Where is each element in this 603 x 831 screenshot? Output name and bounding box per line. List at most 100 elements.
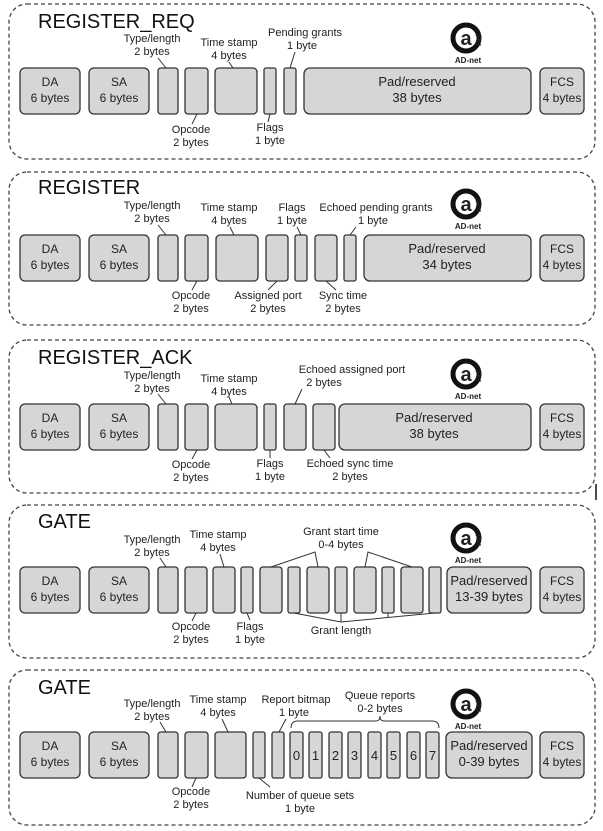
time-stamp-field	[214, 403, 258, 451]
flags-size: 1 byte	[277, 215, 307, 227]
assigned-port-size: 2 bytes	[250, 303, 286, 315]
svg-text:a: a	[460, 194, 472, 216]
svg-text:AD-net: AD-net	[455, 722, 482, 731]
svg-text:a: a	[460, 528, 472, 550]
number-of-queue-sets-size: 1 byte	[285, 803, 315, 815]
sa-field-label: SA	[111, 242, 127, 256]
pending-grants-field	[283, 67, 297, 115]
da-field-size: 6 bytes	[31, 755, 70, 769]
sa-field-size: 6 bytes	[100, 427, 139, 441]
queue-reports-brace	[290, 715, 440, 729]
sa-field	[88, 566, 150, 614]
grant-start-time-size: 0-4 bytes	[318, 539, 364, 551]
da-field-label: DA	[42, 411, 59, 425]
pad-field-label: Pad/reserved	[408, 241, 485, 256]
fcs-field-label: FCS	[550, 574, 574, 588]
frame-register: REGISTER a net AD-net DA 6 bytes SA 6 by…	[8, 171, 596, 326]
da-field	[19, 234, 81, 282]
fcs-field-label: FCS	[550, 75, 574, 89]
da-field-label: DA	[42, 574, 59, 588]
queue-report-field	[289, 731, 304, 779]
pad-field-label: Pad/reserved	[378, 74, 455, 89]
sa-field-size: 6 bytes	[100, 755, 139, 769]
time-stamp-field	[214, 67, 258, 115]
opcode-size: 2 bytes	[173, 634, 209, 646]
ad-net-logo: a net AD-net	[450, 688, 483, 731]
sync-time-label: Sync time	[319, 290, 367, 302]
flags-label: Flags	[237, 621, 264, 633]
flags-size: 1 byte	[235, 634, 265, 646]
pad-field-size: 38 bytes	[409, 426, 459, 441]
sa-field-label: SA	[111, 574, 127, 588]
sync-time-size: 2 bytes	[325, 303, 361, 315]
time-stamp-size: 4 bytes	[211, 215, 247, 227]
frame-title: GATE	[38, 677, 91, 699]
frame-border	[8, 171, 596, 326]
fcs-field	[539, 403, 585, 451]
echoed-sync-time-size: 2 bytes	[332, 471, 368, 483]
opcode-label: Opcode	[172, 621, 211, 633]
flags-field	[263, 403, 277, 451]
fcs-field	[539, 67, 585, 115]
da-field	[19, 731, 81, 779]
svg-text:net: net	[474, 534, 483, 546]
type-length-label: Type/length	[124, 370, 181, 382]
frame-border	[8, 339, 596, 494]
svg-text:a: a	[460, 364, 472, 386]
report-bitmap-field	[271, 731, 285, 779]
da-field-label: DA	[42, 739, 59, 753]
time-stamp-field	[215, 234, 259, 282]
time-stamp-size: 4 bytes	[200, 542, 236, 554]
time-stamp-label: Time stamp	[189, 694, 246, 706]
fcs-field-size: 4 bytes	[543, 91, 582, 105]
grant-start-time-label: Grant start time	[303, 526, 379, 538]
grant-start-time-field	[306, 566, 330, 614]
assigned-port-label: Assigned port	[234, 290, 301, 302]
queue-report-number: 2	[332, 748, 339, 763]
da-field-size: 6 bytes	[31, 258, 70, 272]
type-length-size: 2 bytes	[134, 213, 170, 225]
queue-report-number: 7	[429, 748, 436, 763]
report-bitmap-label: Report bitmap	[261, 694, 330, 706]
da-field-size: 6 bytes	[31, 91, 70, 105]
type-length-size: 2 bytes	[134, 46, 170, 58]
report-bitmap-size: 1 byte	[279, 707, 309, 719]
pad-field	[363, 234, 532, 282]
frame-title: REGISTER_REQ	[38, 11, 195, 33]
opcode-size: 2 bytes	[173, 472, 209, 484]
time-stamp-field	[212, 566, 236, 614]
echoed-sync-time-field	[312, 403, 336, 451]
time-stamp-label: Time stamp	[200, 202, 257, 214]
sa-field	[88, 234, 150, 282]
type-length-field	[157, 566, 179, 614]
ad-net-logo: a net AD-net	[450, 522, 483, 565]
opcode-label: Opcode	[172, 459, 211, 471]
grant-length-label: Grant length	[311, 625, 372, 637]
opcode-field	[184, 234, 209, 282]
opcode-field	[184, 731, 209, 779]
fcs-field-size: 4 bytes	[543, 258, 582, 272]
queue-report-number: 4	[371, 748, 378, 763]
da-field-label: DA	[42, 75, 59, 89]
opcode-field	[184, 566, 208, 614]
echoed-assigned-port-label: Echoed assigned port	[299, 364, 405, 376]
queue-report-field	[425, 731, 440, 779]
da-field-size: 6 bytes	[31, 427, 70, 441]
echoed-assigned-port-field	[283, 403, 307, 451]
sa-field-size: 6 bytes	[100, 91, 139, 105]
grant-start-time-field	[259, 566, 283, 614]
type-length-size: 2 bytes	[134, 547, 170, 559]
flags-size: 1 byte	[255, 471, 285, 483]
sa-field-label: SA	[111, 75, 127, 89]
fcs-field-label: FCS	[550, 242, 574, 256]
frame-border	[8, 669, 596, 826]
fcs-field-size: 4 bytes	[543, 755, 582, 769]
time-stamp-label: Time stamp	[189, 529, 246, 541]
assigned-port-field	[265, 234, 289, 282]
number-of-queue-sets-label: Number of queue sets	[246, 790, 355, 802]
queue-reports-size: 0-2 bytes	[357, 703, 403, 715]
pending-grants-label: Pending grants	[268, 27, 342, 39]
grant-start-time-field	[400, 566, 424, 614]
flags-label: Flags	[257, 458, 284, 470]
flags-field	[240, 566, 254, 614]
